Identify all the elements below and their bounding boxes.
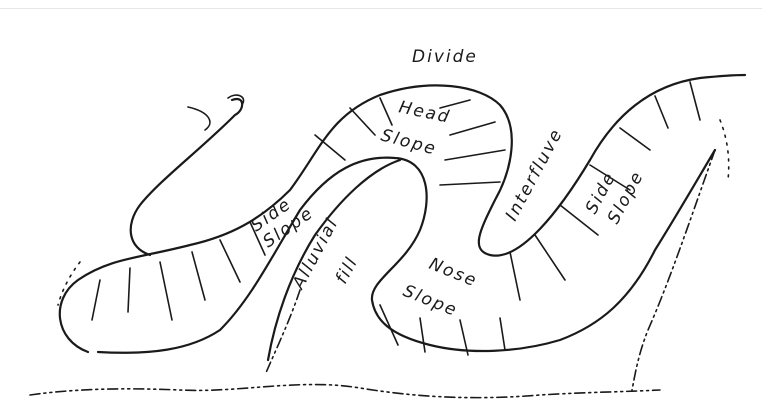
valley-inner-contour [268,160,400,360]
left-ridge-hook [188,95,244,130]
valley-floor-line [30,385,660,398]
left-ridge-crest [131,99,242,255]
label-head-slope: Slope [379,126,439,160]
ridge-outline-inner-left [98,150,715,353]
label-nose-slope: Slope [400,281,461,321]
left-dotted-line [58,262,80,305]
label-head: Head [397,97,452,127]
label-divide: Divide [412,47,478,67]
label-nose: Nose [426,254,480,291]
right-dotted-line [720,120,729,180]
label-fill: fill [332,253,363,287]
